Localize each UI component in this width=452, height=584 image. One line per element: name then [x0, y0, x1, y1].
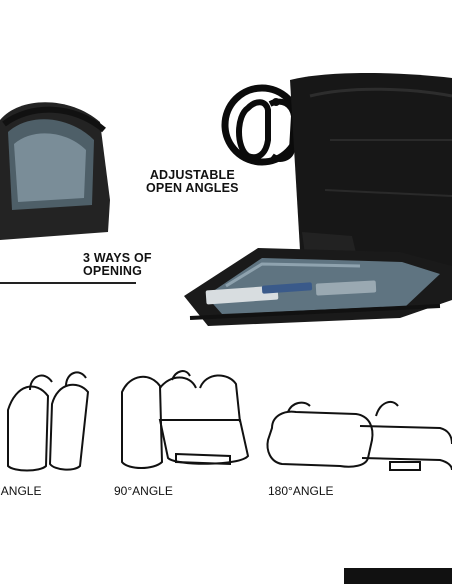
illustration-partial-angle [7, 371, 90, 472]
headline-line-1: ADJUSTABLE [149, 168, 235, 182]
illustration-90-angle [121, 370, 250, 469]
angle-label-180: 180°ANGLE [268, 484, 334, 498]
left-backpack-image [0, 102, 110, 241]
open-angle-icon [221, 84, 303, 166]
ways-line-2: OPENING [83, 264, 143, 278]
opened-backpack-image [184, 73, 452, 326]
angle-illustrations [7, 370, 452, 472]
angle-label-90: 90°ANGLE [114, 484, 173, 498]
caption-divider [0, 282, 136, 284]
headline-line-2: OPEN ANGLES [146, 181, 239, 195]
ways-line-1: 3 WAYS OF [83, 251, 152, 265]
adjustable-open-angles-title: ADJUSTABLE OPEN ANGLES [146, 169, 239, 195]
bottom-edge-bar [344, 568, 452, 584]
angle-label-first: °ANGLE [0, 484, 42, 498]
illustration-180-angle [266, 400, 452, 471]
ways-of-opening-caption: 3 WAYS OF OPENING [83, 252, 152, 278]
